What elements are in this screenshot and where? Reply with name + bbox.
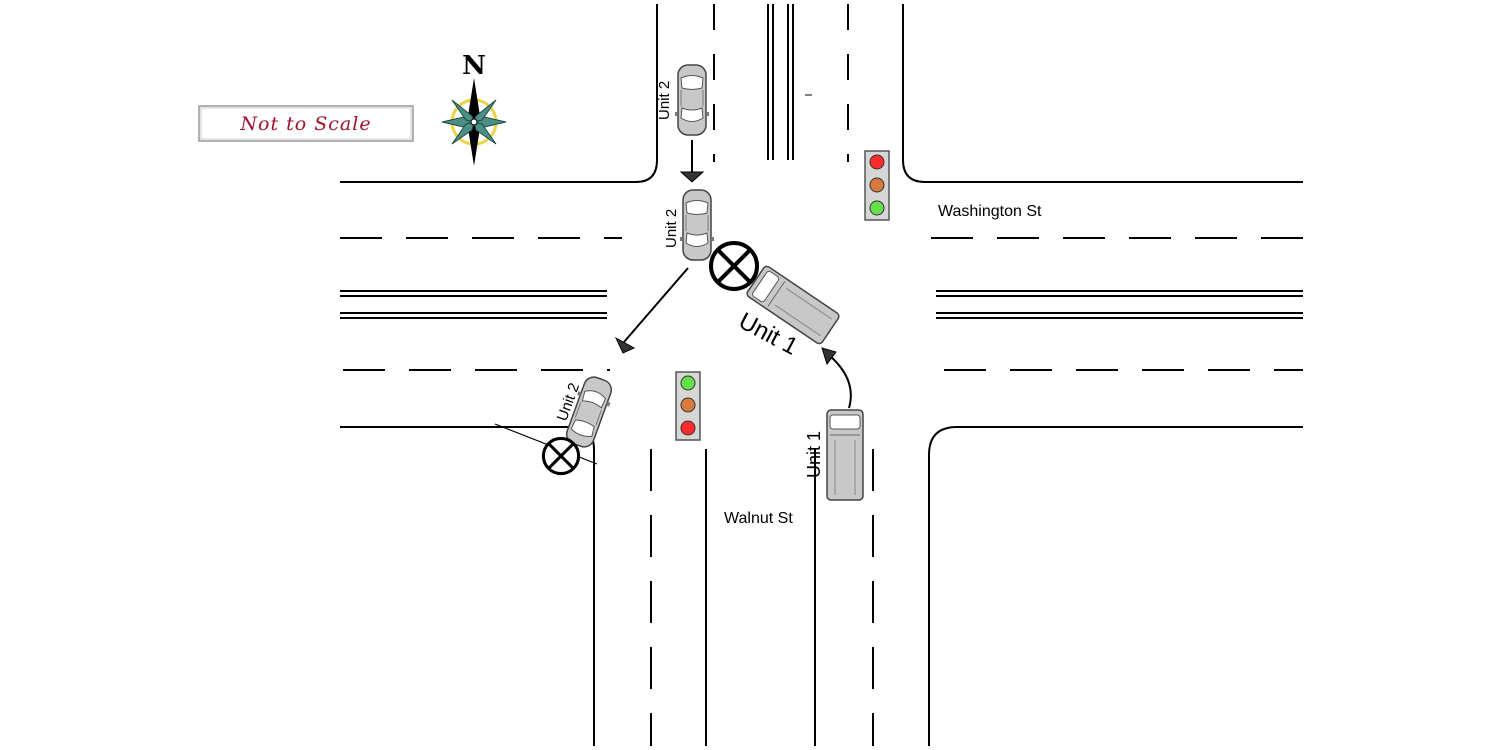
x-circle-icon [711, 243, 757, 289]
unit2-impact-label: Unit 2 [663, 209, 680, 248]
signal-green-light [680, 375, 696, 391]
unit2-travel-arrow-southwest [614, 267, 689, 354]
x-circle-icon [541, 436, 581, 476]
unit2-start-vehicle [674, 64, 710, 136]
unit2-travel-arrow-south [679, 140, 705, 183]
unit1-approach-label: Unit 1 [804, 431, 824, 478]
compass-rose-icon: N [441, 51, 507, 166]
walnut-north-centerline [767, 4, 794, 160]
signal-red-light [680, 420, 696, 436]
north-label: N [462, 51, 486, 81]
impact-marker-secondary [541, 436, 581, 476]
signal-amber-light [680, 397, 696, 413]
washington-north-edge-west [340, 4, 658, 183]
signal-amber-light [869, 177, 885, 193]
washington-south-edge-east [928, 426, 1303, 746]
unit2-impact-vehicle [679, 189, 715, 261]
washington-st-label: Washington St [938, 203, 1042, 220]
impact-marker-primary [711, 243, 757, 289]
washington-north-edge-east [902, 4, 1303, 183]
unit1-approach-vehicle [826, 409, 864, 501]
unit2-start-label: Unit 2 [656, 81, 673, 120]
roadway [340, 4, 1303, 746]
washington-centerline [340, 290, 1303, 319]
not-to-scale-text: Not to Scale [239, 113, 371, 135]
traffic-signal-southwest [675, 371, 701, 441]
unit1-travel-arrow [821, 347, 852, 409]
signal-green-light [869, 200, 885, 216]
walnut-st-label: Walnut St [724, 510, 793, 527]
not-to-scale-note: Not to Scale [198, 105, 414, 142]
traffic-signal-northeast [864, 150, 890, 221]
signal-red-light [869, 154, 885, 170]
washington-south-edge-west [340, 426, 595, 746]
